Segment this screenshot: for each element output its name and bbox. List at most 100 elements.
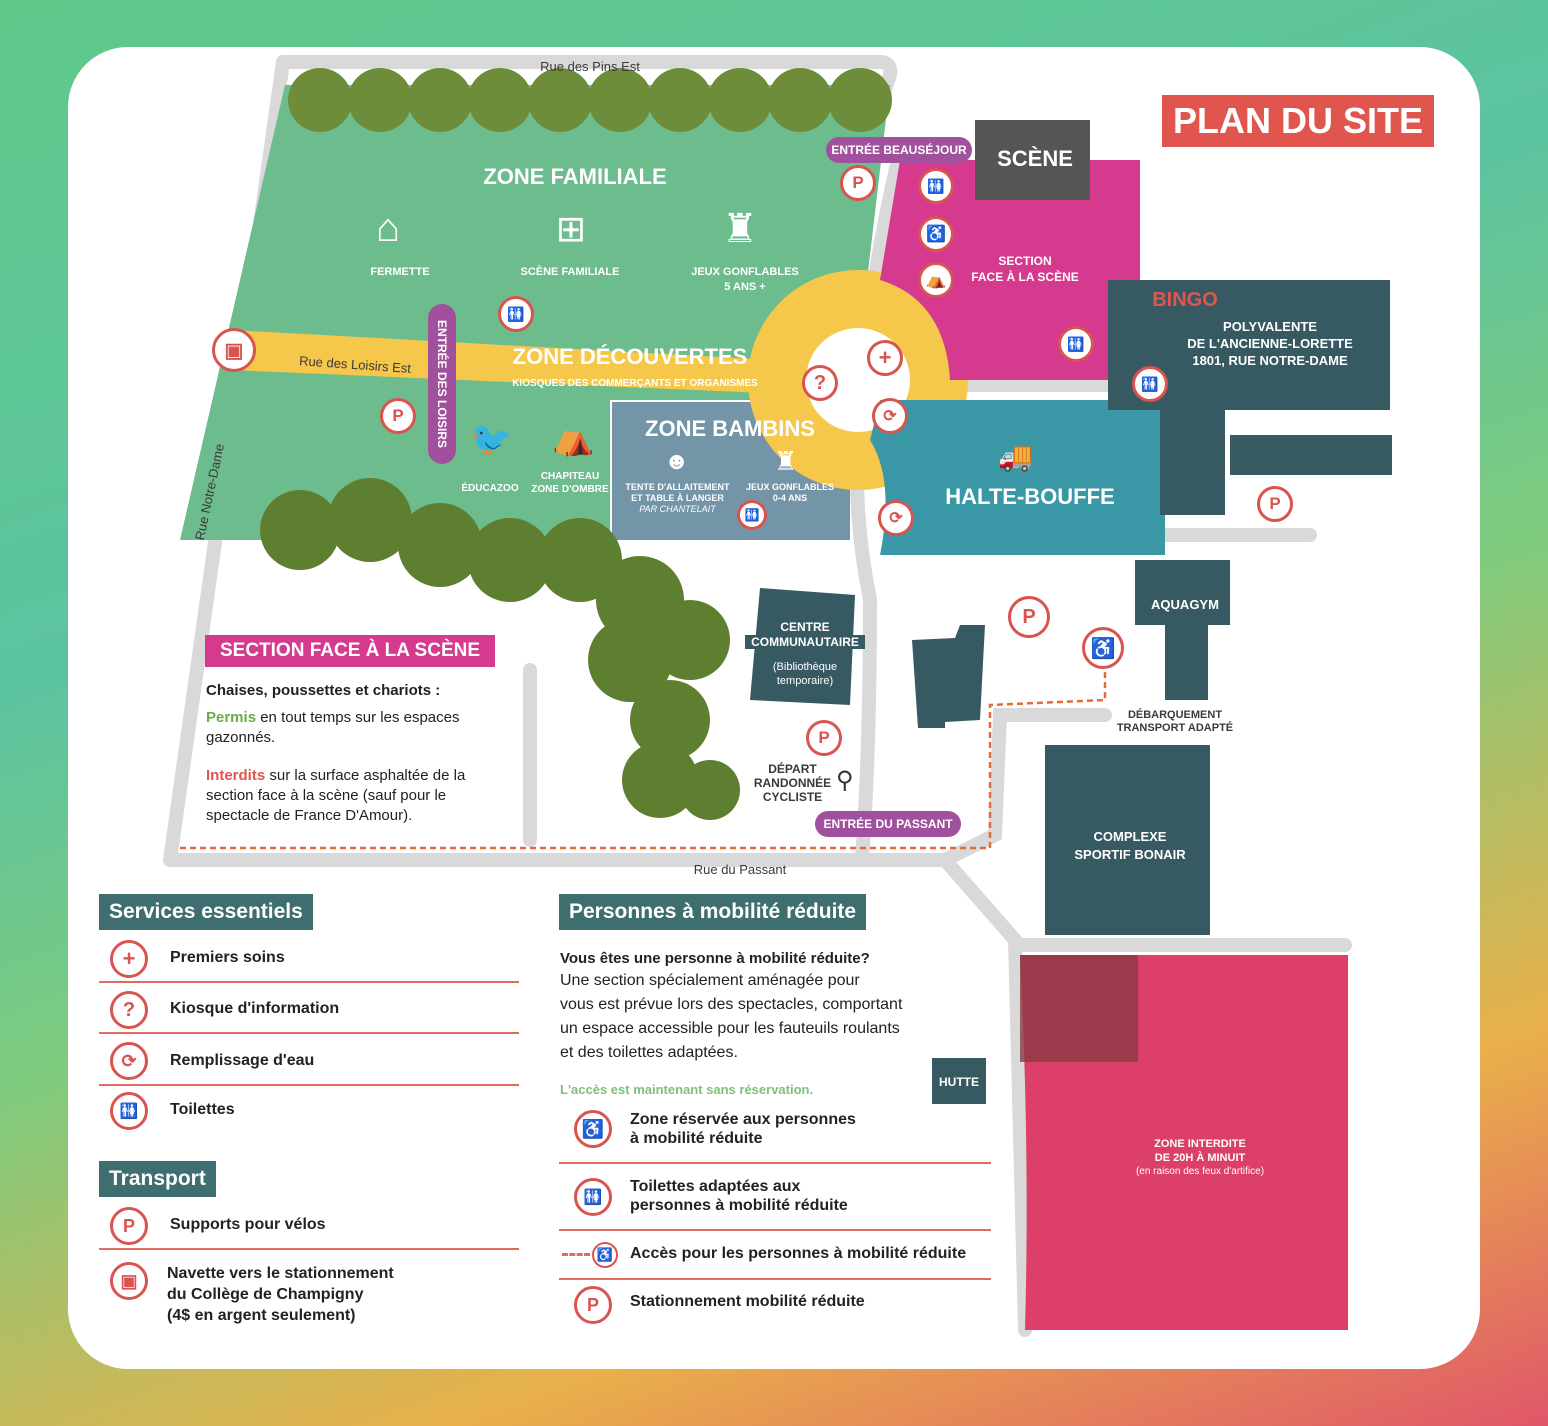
- aquagym-building: [1135, 560, 1230, 700]
- complexe-label-1: COMPLEXE: [1093, 829, 1167, 844]
- jeux-gonflables-label: JEUX GONFLABLES: [691, 266, 799, 278]
- jeux-bambins-label: JEUX GONFLABLES: [745, 482, 834, 492]
- complexe-sportif-building: [1045, 745, 1210, 935]
- barn-icon: ⌂: [376, 206, 401, 250]
- wheelchair-icon: ♿: [592, 1242, 618, 1268]
- mobilite-zone-2: à mobilité réduite: [630, 1130, 763, 1147]
- mobilite-acces: Accès pour les personnes à mobilité rédu…: [630, 1245, 967, 1262]
- road-passant: [163, 708, 1112, 867]
- road-label-passant: Rue du Passant: [693, 862, 787, 877]
- entrance-passant: ENTRÉE DU PASSANT: [815, 811, 961, 837]
- stage-icon: ⊞: [555, 208, 587, 249]
- polyvalente-label-3: 1801, RUE NOTRE-DAME: [1192, 353, 1348, 368]
- zone-decouvertes-label: ZONE DÉCOUVERTES: [512, 344, 748, 369]
- stage-structure: [975, 120, 1090, 200]
- service-toilettes: Toilettes: [170, 1101, 235, 1118]
- jeux-bambins-age: 0-4 ANS: [772, 493, 808, 503]
- water-refill-icon: ⟳: [872, 398, 908, 434]
- mobilite-toilettes-1: Toilettes adaptées aux: [630, 1178, 801, 1195]
- aquagym-label: AQUAGYM: [1151, 597, 1219, 612]
- chapiteau-label-1: CHAPITEAU: [540, 471, 600, 482]
- centre-label-3: (Bibliothèque: [772, 661, 838, 673]
- transport-navette-3: (4$ en argent seulement): [167, 1307, 356, 1324]
- section-box-heading: Chaises, poussettes et chariots :: [206, 682, 441, 699]
- mobilite-text-1: Une section spécialement aménagée pour: [560, 972, 860, 989]
- services-title: Services essentiels: [99, 894, 313, 930]
- mobilite-text-4: et des toilettes adaptées.: [560, 1044, 738, 1061]
- entrance-loisirs: ENTRÉE DES LOISIRS: [428, 304, 456, 464]
- mobilite-text-2: vous est prévue lors des spectacles, com…: [560, 996, 903, 1013]
- section-box-title: SECTION FACE À LA SCÈNE: [205, 635, 495, 667]
- mobilite-stationnement: Stationnement mobilité réduite: [630, 1293, 865, 1310]
- bike-parking-icon: P: [110, 1207, 148, 1245]
- section-box-permis: Permis en tout temps sur les espaces gaz…: [206, 708, 506, 748]
- depart-label-3: CYCLISTE: [762, 790, 823, 804]
- dashed-route-icon: [562, 1253, 590, 1256]
- toilets-icon: 🚻: [498, 296, 534, 332]
- accessible-toilets-icon: 🚻: [918, 168, 954, 204]
- permis-text: en tout temps sur les espaces gazonnés.: [206, 709, 460, 746]
- wheelchair-icon: ♿: [1082, 627, 1124, 669]
- accessible-parking-icon: P: [1008, 596, 1050, 638]
- interdits-word: Interdits: [206, 767, 266, 784]
- debarquement-label-2: TRANSPORT ADAPTÉ: [1116, 722, 1234, 734]
- zone-familiale-area: [180, 85, 890, 540]
- transport-title: Transport: [99, 1161, 216, 1197]
- educazoo-label: ÉDUCAZOO: [461, 483, 519, 494]
- centre-label-2: COMMUNAUTAIRE: [745, 635, 865, 649]
- mobilite-title: Personnes à mobilité réduite: [559, 894, 867, 930]
- zone-decouvertes-sub: KIOSQUES DES COMMERÇANTS ET ORGANISMES: [512, 378, 758, 389]
- jeux-gonflables-age: 5 ANS +: [724, 281, 766, 293]
- permis-word: Permis: [206, 709, 257, 726]
- info-icon: ?: [110, 991, 148, 1029]
- first-aid-icon: +: [867, 340, 903, 376]
- debarquement-label-1: DÉBARQUEMENT: [1127, 709, 1223, 721]
- bus-icon: ▣: [110, 1262, 148, 1300]
- road-pins: [276, 55, 898, 167]
- polyvalente-building: [1108, 280, 1390, 515]
- first-aid-icon: +: [110, 940, 148, 978]
- nursing-icon: ☻: [664, 448, 690, 475]
- entrance-beausejour: ENTRÉE BEAUSÉJOUR: [826, 137, 972, 163]
- service-eau: Remplissage d'eau: [170, 1052, 315, 1069]
- divider: [99, 1032, 519, 1034]
- section-face-scene-area: [880, 160, 1140, 380]
- toilets-icon: 🚻: [737, 500, 767, 530]
- tente-label-1: TENTE D'ALLAITEMENT: [625, 482, 730, 492]
- interdite-label-1: ZONE INTERDITE: [1154, 1138, 1246, 1150]
- toilets-icon: 🚻: [110, 1092, 148, 1130]
- chapiteau-label-2: ZONE D'OMBRE: [531, 484, 609, 495]
- halte-bouffe-label: HALTE-BOUFFE: [945, 484, 1115, 509]
- accessible-route: [180, 668, 1107, 850]
- accessible-parking-icon: P: [574, 1286, 612, 1324]
- small-building: [912, 625, 985, 728]
- water-refill-icon: ⟳: [878, 500, 914, 536]
- polyvalente-wing: [1230, 435, 1392, 475]
- scene-familiale-label: SCÈNE FAMILIALE: [520, 266, 620, 278]
- accessible-toilets-icon: 🚻: [574, 1178, 612, 1216]
- info-icon: ?: [802, 365, 838, 401]
- wheelchair-icon: ♿: [918, 216, 954, 252]
- centre-label-4: temporaire): [776, 675, 834, 687]
- divider: [99, 1248, 519, 1250]
- interdite-label-3: (en raison des feux d'artifice): [1135, 1166, 1265, 1177]
- wheelchair-icon: ♿: [574, 1110, 612, 1148]
- depart-label-1: DÉPART: [768, 762, 817, 776]
- bicycle-icon: ⚲: [836, 767, 854, 794]
- toilets-icon: 🚻: [1058, 326, 1094, 362]
- mobilite-question: Vous êtes une personne à mobilité réduit…: [560, 950, 870, 967]
- service-kiosque: Kiosque d'information: [170, 1000, 340, 1017]
- complexe-label-2: SPORTIF BONAIR: [1074, 847, 1186, 862]
- baseball-field: [1020, 955, 1138, 1062]
- tente-label-2: ET TABLE À LANGER: [631, 493, 724, 503]
- road-label-pins: Rue des Pins Est: [540, 59, 640, 74]
- bike-parking-icon: P: [806, 720, 842, 756]
- section-label-1: SECTION: [998, 254, 1052, 268]
- hutte-label: HUTTE: [939, 1075, 979, 1089]
- divider: [99, 981, 519, 983]
- scene-label: SCÈNE: [997, 146, 1073, 171]
- divider: [559, 1229, 991, 1231]
- mobilite-note: L'accès est maintenant sans réservation.: [560, 1082, 814, 1097]
- rue-loisirs-strip: [232, 330, 810, 395]
